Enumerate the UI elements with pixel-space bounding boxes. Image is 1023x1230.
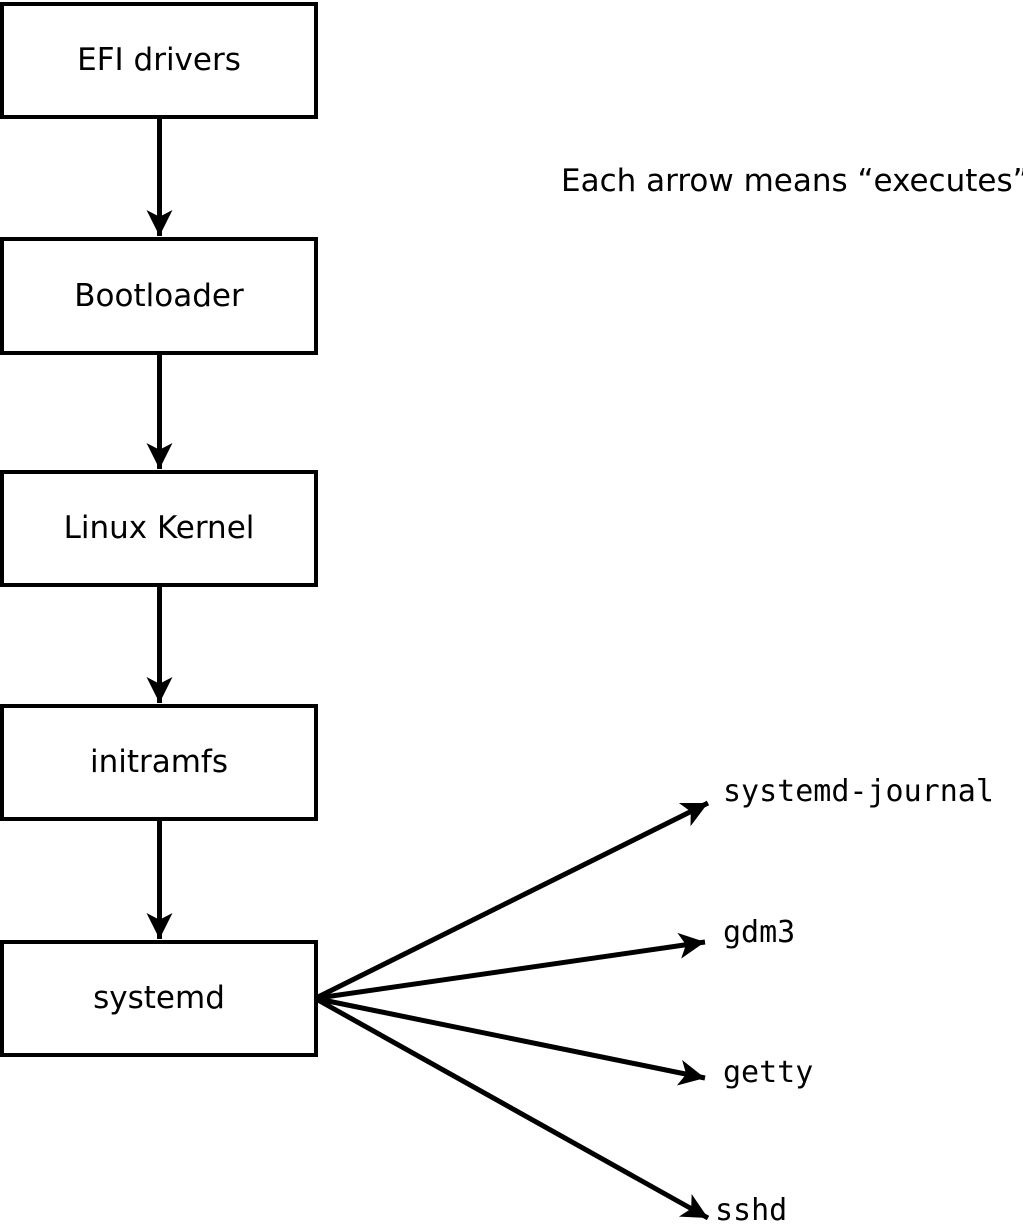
- node-efi-drivers-label: EFI drivers: [77, 42, 241, 78]
- process-label-systemd-journal: systemd-journal: [723, 774, 994, 809]
- arrow-systemd-to-gdm3: [317, 932, 706, 1001]
- node-linux-kernel-label: Linux Kernel: [63, 510, 255, 546]
- arrow-systemd-to-journal: [316, 800, 710, 1000]
- node-linux-kernel: Linux Kernel: [0, 470, 318, 587]
- node-systemd-label: systemd: [93, 980, 225, 1016]
- arrow-systemd-to-sshd: [316, 997, 710, 1221]
- node-efi-drivers: EFI drivers: [0, 2, 318, 119]
- node-systemd: systemd: [0, 940, 318, 1057]
- arrow-systemd-to-getty: [317, 996, 706, 1086]
- node-bootloader: Bootloader: [0, 237, 318, 355]
- node-initramfs-label: initramfs: [89, 744, 229, 780]
- process-label-sshd: sshd: [715, 1193, 788, 1228]
- arrow-legend-note: Each arrow means “executes”.: [561, 163, 1023, 199]
- node-bootloader-label: Bootloader: [74, 277, 244, 314]
- process-label-getty: getty: [723, 1055, 814, 1090]
- node-initramfs: initramfs: [0, 704, 318, 821]
- process-label-gdm3: gdm3: [723, 915, 796, 950]
